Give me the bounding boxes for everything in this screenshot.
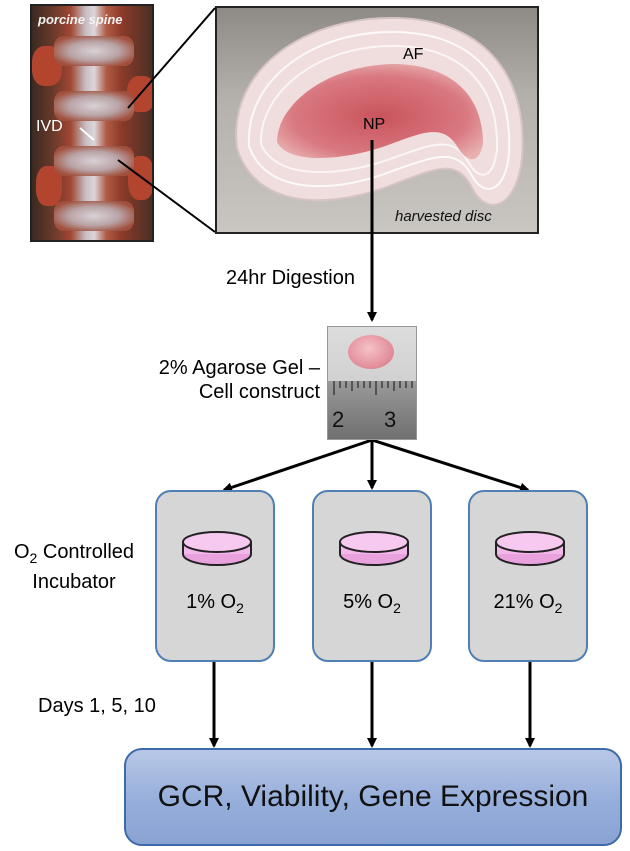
porcine-spine-label: porcine spine (38, 12, 123, 27)
ivd-pointer (79, 127, 95, 141)
gel-label-line1: 2% Agarose Gel – (158, 357, 320, 379)
incubator-label: O2 Controlled Incubator (4, 540, 144, 594)
gel-construct-photo: 2 3 (327, 326, 417, 440)
ruler-tick-2: 2 (332, 407, 345, 432)
digestion-label: 24hr Digestion (226, 267, 355, 289)
days-label: Days 1, 5, 10 (38, 695, 156, 717)
outcome-box: GCR, Viability, Gene Expression (124, 748, 622, 846)
gel-label-line2: Cell construct (198, 381, 320, 403)
incubator-controlled: Controlled (37, 541, 135, 563)
harvested-disc-photo: AF NP harvested disc (215, 6, 539, 234)
incubator-o: O (13, 541, 30, 563)
culture-dish-icon (182, 531, 252, 566)
ruler-tick-3: 3 (384, 407, 397, 432)
zoom-line-top (127, 7, 216, 109)
incubator-line2: Incubator (32, 571, 116, 593)
ruler (328, 381, 416, 439)
zoom-line-bottom (117, 159, 216, 233)
chamber-1pct-label: 1% O2 (186, 591, 244, 616)
outcome-label: GCR, Viability, Gene Expression (157, 780, 589, 813)
chamber-21pct: 21% O2 (468, 490, 588, 662)
arrow-to-1pct (222, 438, 373, 493)
chamber-1pct: 1% O2 (155, 490, 275, 662)
harvested-disc-label: harvested disc (395, 208, 492, 225)
incubator-sub: 2 (29, 550, 38, 566)
arrow-to-21pct (371, 438, 530, 493)
af-label: AF (403, 46, 424, 63)
np-label: NP (363, 116, 386, 133)
chamber-5pct: 5% O2 (312, 490, 432, 662)
gel-disc (348, 335, 394, 369)
ivd-label: IVD (36, 118, 63, 135)
chamber-21pct-label: 21% O2 (493, 591, 563, 616)
chamber-5pct-label: 5% O2 (343, 591, 401, 616)
porcine-spine-photo: porcine spine IVD (30, 4, 154, 242)
gel-construct-label: 2% Agarose Gel – Cell construct (130, 356, 320, 404)
culture-dish-icon (339, 531, 409, 566)
culture-dish-icon (495, 531, 565, 566)
